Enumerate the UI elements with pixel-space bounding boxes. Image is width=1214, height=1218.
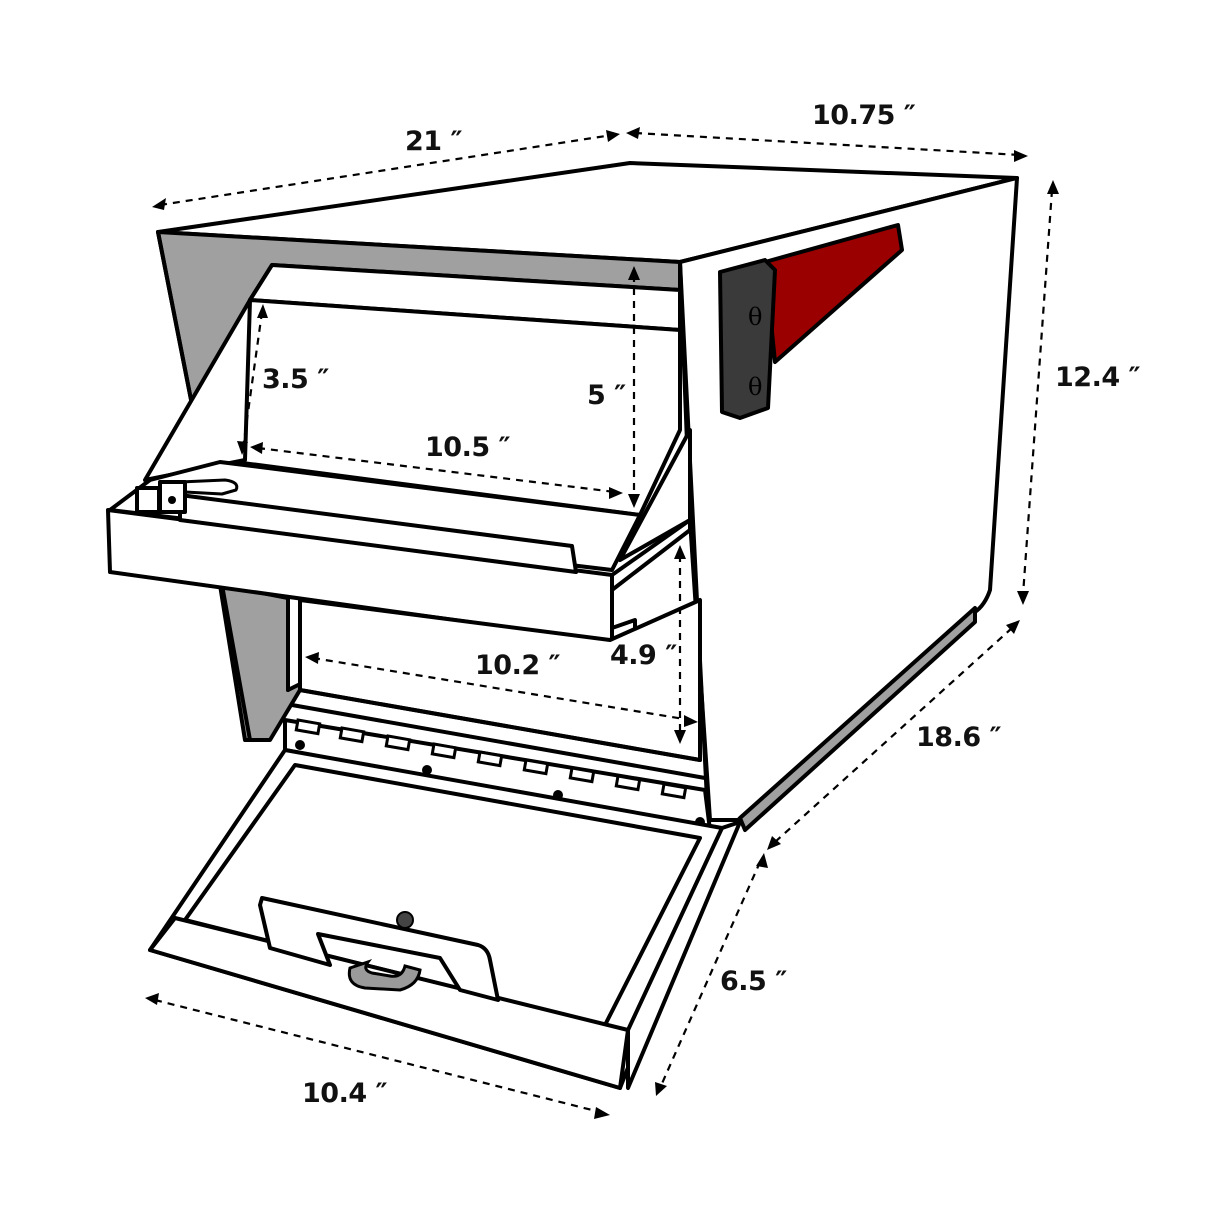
dim-lower-door-depth: 6.5 ″ <box>720 966 787 997</box>
front-frame-left-edge <box>156 230 252 742</box>
lower-door-right-rim <box>626 820 742 1090</box>
dim-upper-compartment-height: 5 ″ <box>587 380 626 411</box>
dimension-lines <box>145 127 1059 1119</box>
upper-door-latch <box>135 478 239 514</box>
lower-door-latch <box>258 896 500 1002</box>
dim-lower-compartment-width: 10.2 ″ <box>475 650 561 681</box>
dim-lower-door-width: 10.4 ″ <box>302 1078 388 1109</box>
upper-door-right-flap <box>618 428 692 562</box>
latch-hook <box>347 959 422 992</box>
dim-overall-width: 10.75 ″ <box>812 100 916 131</box>
mailbox-flag: θ θ <box>718 223 904 420</box>
flag-bracket <box>718 258 777 420</box>
dim-body-depth: 18.6 ″ <box>916 722 1002 753</box>
upper-door-right-end <box>610 518 692 592</box>
dim-upper-door-opening-height: 3.5 ″ <box>262 364 329 395</box>
dim-overall-height: 12.4 ″ <box>1055 362 1141 393</box>
hinge-knuckles <box>294 718 688 800</box>
dim-lower-compartment-height: 4.9 ″ <box>610 640 677 671</box>
bracket-screw-bottom: θ <box>748 373 762 401</box>
mailbox-base-strip <box>738 606 977 832</box>
dim-upper-opening-width: 10.5 ″ <box>425 432 511 463</box>
bracket-screw-top: θ <box>748 303 762 331</box>
dim-overall-length: 21 ″ <box>405 126 463 157</box>
